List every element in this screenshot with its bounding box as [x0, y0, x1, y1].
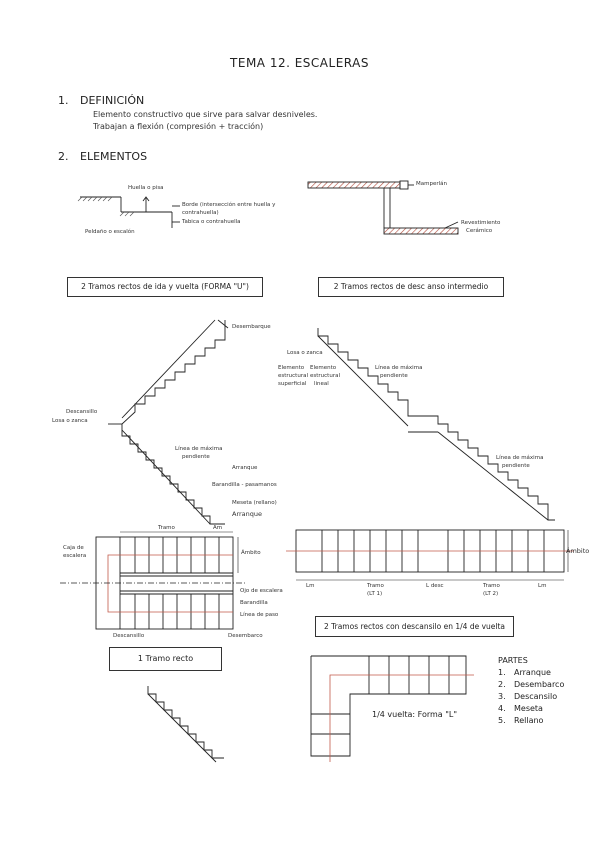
tread-label: Huella o pisa: [128, 185, 164, 191]
surface-element-label: superficial: [278, 381, 307, 387]
slope-line-label: Línea de máxima: [175, 446, 223, 452]
handrail-label: Barandilla - pasamanos: [212, 482, 277, 488]
section-heading: ELEMENTOS: [80, 150, 148, 163]
section-heading: DEFINICIÓN: [80, 94, 145, 107]
linear-element-label: estructural: [310, 373, 340, 379]
u-stair-plan-figure: [60, 531, 245, 630]
exit-label: Desembarque: [232, 324, 271, 330]
l-stair-plan-figure: [310, 655, 474, 762]
riser-label: Tabica o contrahuella: [182, 219, 241, 225]
nosing-edge-label: Borde (intersección entre huella y: [182, 202, 276, 208]
start-label: Arranque: [232, 510, 263, 518]
step-label: Peldaño o escalón: [85, 229, 135, 235]
slope-line-label: Línea de máxima: [496, 455, 544, 461]
slab-label: Losa o zanca: [287, 350, 323, 356]
slope-line-label: pendiente: [502, 463, 530, 469]
walking-line-label: Línea de paso: [240, 612, 279, 618]
flight-label: Tramo: [367, 583, 384, 589]
stairwell-label: Caja de: [63, 545, 84, 551]
parts-list: PARTES 1.Arranque 2.Desembarco 3.Descans…: [498, 655, 564, 727]
mamperlan-label: Mamperlán: [416, 181, 447, 187]
landing-length-label: Lm: [538, 583, 547, 589]
flight-length-label: (LT 1): [367, 591, 383, 597]
u-stair-section-figure: [108, 319, 229, 525]
width-label: Ámbito: [241, 550, 261, 556]
quarter-turn-box: 2 Tramos rectos con descansilo en 1/4 de…: [315, 616, 514, 637]
linear-element-label: lineal: [314, 381, 329, 387]
cladding-label: Revestimiento: [461, 220, 501, 226]
linear-element-label: Elemento: [310, 365, 337, 371]
list-item: 5.Rellano: [498, 716, 544, 725]
surface-element-label: Elemento: [278, 365, 305, 371]
exit-label: Desembarco: [228, 633, 263, 639]
landing-label: Descansillo: [113, 633, 145, 639]
section-number: 2.: [58, 150, 69, 163]
flight-label: Tramo: [483, 583, 500, 589]
nosing-edge-label: contrahuella): [182, 210, 219, 216]
definition-line: Trabajan a flexión (compresión + tracció…: [93, 122, 264, 131]
stairwell-label: escalera: [63, 553, 87, 559]
landing-length-label: Lm: [306, 583, 315, 589]
section-number: 1.: [58, 94, 69, 107]
landing-stair-section-figure: [317, 328, 555, 521]
landing-label: Meseta (rellano): [232, 500, 277, 506]
l-shape-label: 1/4 vuelta: Forma "L": [372, 710, 458, 719]
width-label: Ámbito: [566, 547, 590, 555]
list-item: 2.Desembarco: [498, 680, 565, 689]
landing-length-label: L desc: [426, 583, 444, 589]
flight-length-label: (LT 2): [483, 591, 499, 597]
page-title: TEMA 12. ESCALERAS: [230, 56, 369, 70]
stair-eye-label: Ojo de escalera: [240, 588, 283, 594]
slab-label: Losa o zanca: [52, 418, 88, 424]
cladding-label: Cerámico: [466, 228, 493, 234]
start-label: Arranque: [232, 465, 258, 471]
list-item: 4.Meseta: [498, 704, 543, 713]
landing-label: Descansillo: [66, 409, 98, 415]
flight-label: Tramo: [158, 525, 175, 531]
list-item: 3.Descansilo: [498, 692, 558, 701]
single-flight-figure: [147, 686, 224, 763]
u-shape-box: 2 Tramos rectos de ida y vuelta (FORMA "…: [67, 277, 263, 297]
slope-line-label: pendiente: [182, 454, 210, 460]
slope-line-label: Línea de máxima: [375, 365, 423, 371]
definition-line: Elemento constructivo que sirve para sal…: [93, 110, 318, 119]
landing-stair-plan-figure: [286, 529, 574, 581]
single-flight-box: 1 Tramo recto: [109, 647, 222, 671]
list-item: 1.Arranque: [498, 668, 551, 677]
parts-title: PARTES: [498, 656, 528, 665]
slope-line-label: pendiente: [380, 373, 408, 379]
landing-box: 2 Tramos rectos de desc anso intermedio: [318, 277, 504, 297]
am-label: Am: [213, 525, 223, 531]
handrail-label: Barandilla: [240, 600, 268, 606]
nosing-detail-figure: [307, 180, 459, 235]
step-detail-figure: [77, 196, 180, 228]
surface-element-label: estructural: [278, 373, 308, 379]
